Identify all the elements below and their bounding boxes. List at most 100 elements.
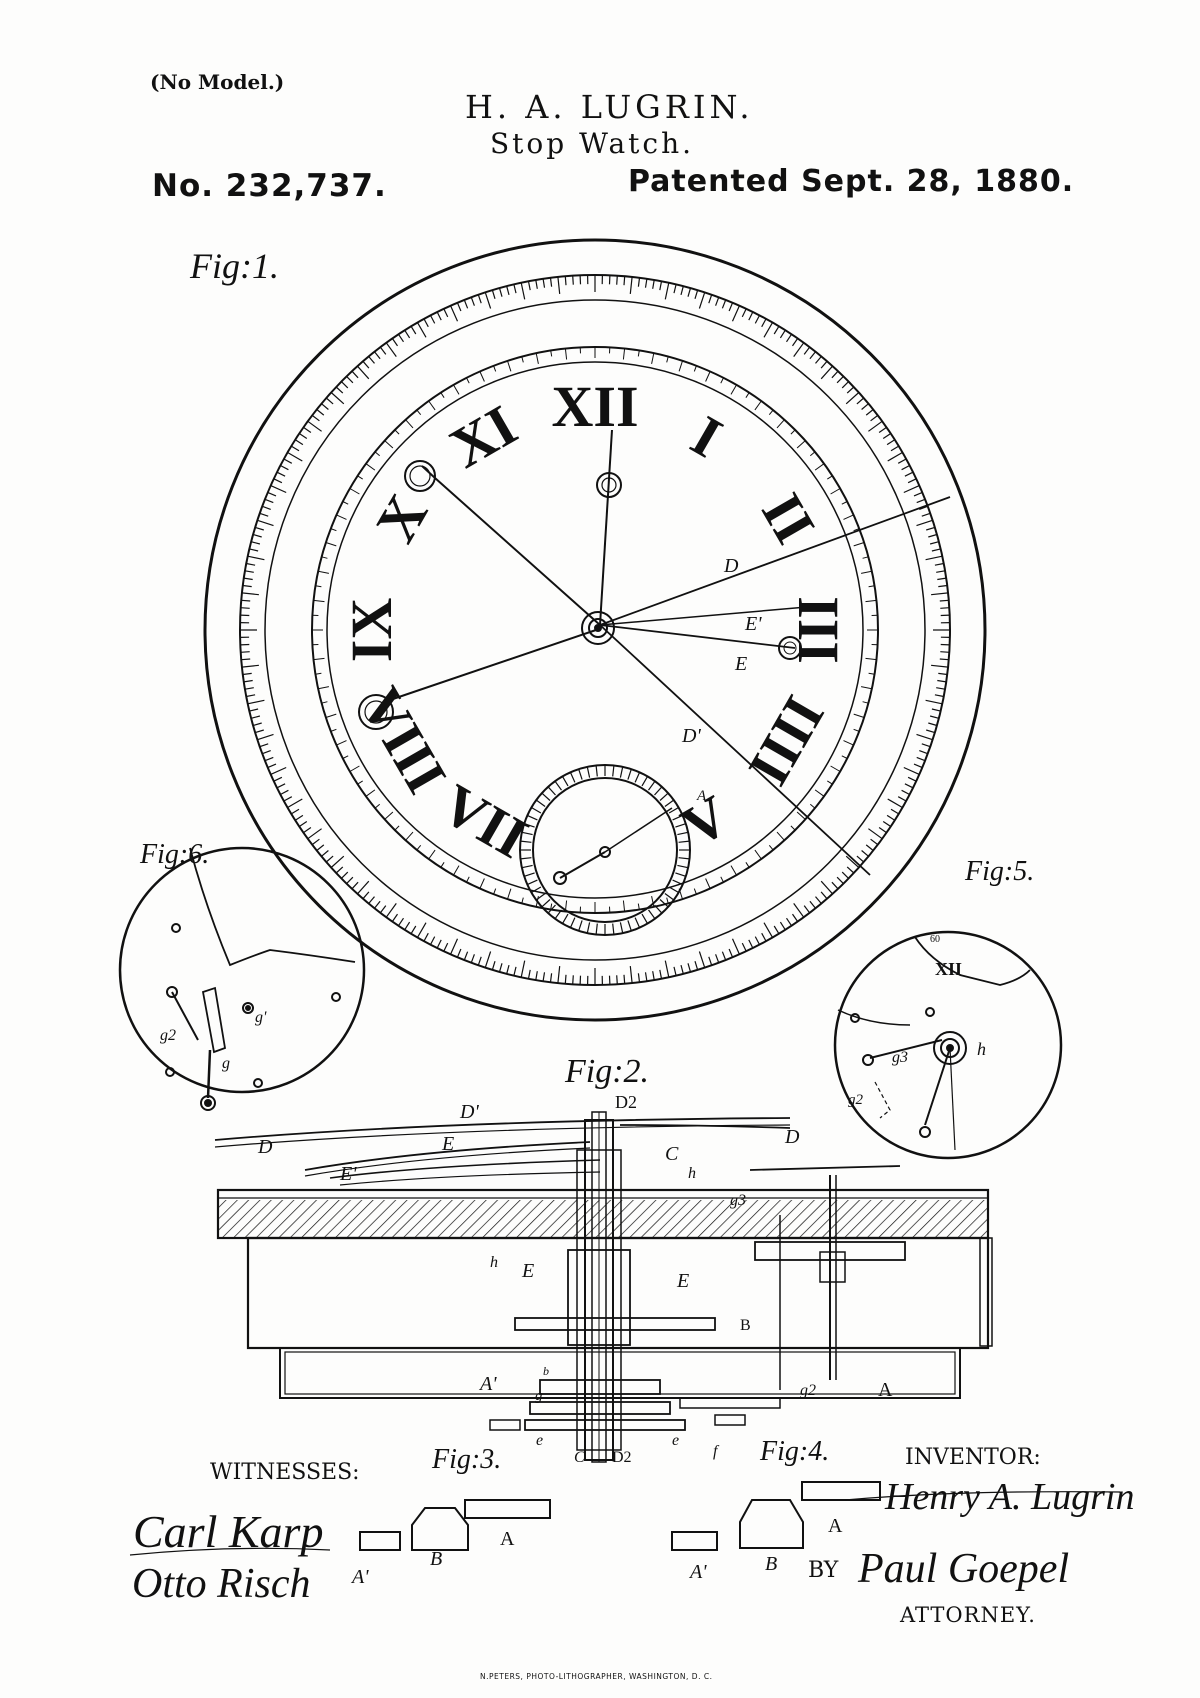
tick-mark (928, 533, 938, 538)
sub-dial-tick (654, 786, 663, 796)
tick-mark (741, 308, 747, 318)
tick-mark (479, 878, 485, 889)
inventor-name-heading: H. A. LUGRIN. (465, 88, 754, 126)
tick-mark (241, 658, 251, 661)
tick-mark (637, 903, 640, 910)
tick-mark (416, 922, 427, 938)
tick-mark (365, 789, 376, 797)
tick-mark (694, 290, 699, 299)
tick-mark (244, 570, 254, 573)
sub-dial-tick (677, 864, 689, 869)
tick-mark (450, 938, 459, 955)
tick-mark (694, 961, 699, 970)
sub-dial-tick (561, 776, 569, 787)
tick-mark (637, 350, 640, 357)
tick-mark (830, 488, 841, 495)
label-d-prime: D' (681, 725, 701, 747)
f2-label-h: h (688, 1165, 696, 1182)
tick-mark (865, 409, 874, 416)
tick-mark (768, 409, 774, 416)
tick-mark (921, 743, 931, 748)
fig5-detail (833, 930, 1063, 1160)
f2-label-d2-top: D2 (615, 1092, 637, 1112)
sub-dial-tick (547, 786, 556, 796)
tick-mark (779, 921, 786, 931)
tick-mark (761, 318, 767, 328)
fig5-caption: Fig:5. (964, 856, 1034, 887)
tick-mark (264, 756, 274, 762)
tick-mark (687, 963, 692, 973)
tick-mark (316, 409, 325, 416)
tick-mark (845, 855, 860, 868)
sub-dial-tick (527, 814, 538, 821)
tick-mark (521, 897, 524, 904)
tick-mark (629, 276, 633, 294)
tick-mark (680, 964, 684, 974)
tick-mark (693, 365, 697, 372)
tick-mark (321, 701, 328, 704)
tick-mark (754, 936, 761, 945)
sub-dial-tick (678, 857, 690, 860)
f2-label-d2-bottom: D2 (612, 1449, 632, 1466)
tick-mark (721, 951, 727, 961)
tick-mark (520, 282, 526, 300)
fig3-gears (359, 1499, 551, 1551)
inner-tick-ring (312, 347, 878, 913)
tick-mark (280, 464, 289, 471)
dial-numeral: XII (551, 374, 638, 439)
tick-mark (321, 556, 328, 559)
tick-mark (652, 971, 655, 981)
sub-dial-tick (569, 772, 576, 783)
tick-mark (313, 599, 325, 603)
tick-mark (384, 811, 394, 820)
tick-mark (860, 570, 872, 574)
tick-mark (790, 825, 796, 831)
tick-mark (815, 896, 822, 904)
tick-mark (315, 585, 322, 588)
sub-dial-hand (559, 851, 606, 879)
tick-mark (868, 828, 883, 840)
tick-mark (436, 939, 442, 949)
sub-dial-tick (541, 899, 551, 908)
tick-mark (316, 844, 325, 851)
tick-mark (384, 440, 394, 449)
tick-mark (251, 541, 261, 545)
f2-label-b-small: b (543, 1364, 549, 1378)
tick-mark (926, 526, 935, 531)
tick-mark (916, 733, 933, 741)
tick-mark (550, 903, 553, 910)
tick-mark (897, 796, 907, 802)
sub-dial-tick (520, 840, 532, 843)
sub-dial-tick (675, 872, 686, 877)
tick-mark (776, 831, 785, 841)
tick-mark (298, 821, 308, 827)
tick-mark (491, 961, 496, 970)
tick-mark (276, 471, 286, 477)
sub-dial-tick (612, 765, 615, 777)
sub-dial-tick (531, 886, 542, 894)
sub-dial-tick (586, 922, 591, 934)
tick-mark (651, 353, 655, 365)
tick-mark (290, 808, 300, 815)
tick-mark (637, 973, 641, 983)
tick-mark (294, 439, 304, 446)
fig1-caption: Fig:1. (189, 246, 279, 286)
tick-mark (903, 485, 920, 494)
tick-mark (705, 371, 711, 382)
tick-mark (330, 528, 337, 532)
tick-mark (368, 356, 375, 364)
tick-mark (664, 282, 670, 300)
tick-mark (385, 342, 397, 357)
tick-mark (925, 699, 943, 705)
tick-mark (243, 679, 253, 683)
tick-mark (394, 429, 400, 435)
f4-label-a: A (828, 1515, 843, 1537)
tick-mark (423, 318, 429, 328)
tick-mark (809, 451, 816, 457)
tick-mark (820, 880, 833, 895)
tick-mark (507, 360, 512, 372)
tick-mark (307, 828, 322, 840)
tick-mark (919, 505, 928, 510)
sub-dial-tick (554, 909, 562, 920)
tick-mark (841, 871, 850, 879)
